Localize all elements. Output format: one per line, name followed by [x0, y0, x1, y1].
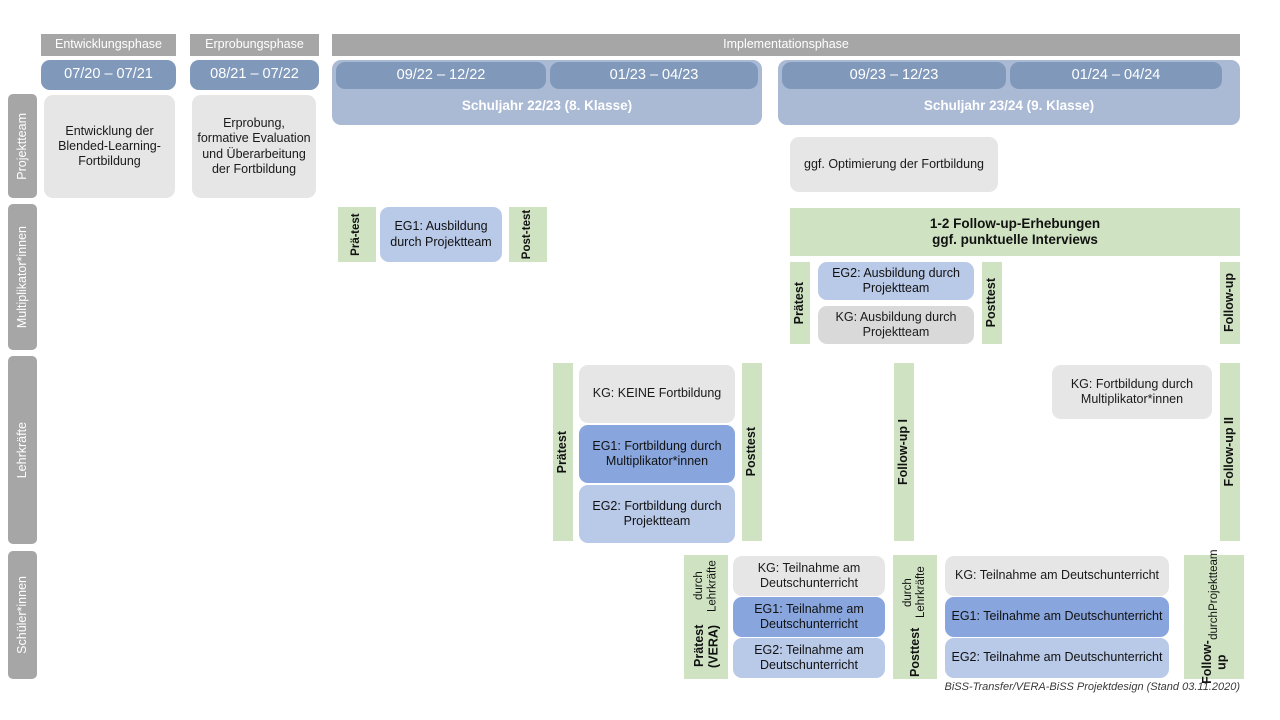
projektteam-optimierung-box: ggf. Optimierung der Fortbildung	[790, 137, 998, 192]
school-year-label: Schuljahr 22/23 (8. Klasse)	[461, 98, 633, 113]
box-text: Entwicklung der Blended-Learning-Fortbil…	[58, 123, 161, 169]
phase-bar-entwicklungsphase: Entwicklungsphase	[41, 34, 176, 56]
box-text: EG2: Ausbildung durch Projektteam	[832, 265, 960, 295]
period-label: 09/22 – 12/22	[396, 66, 486, 83]
followup-sub-label-2: Projektteam	[1207, 550, 1220, 612]
followup-bold-label: Follow-up	[1199, 640, 1228, 684]
phase-label: Implementationsphase	[723, 37, 849, 52]
followup-1-label: Follow-up I	[896, 419, 911, 485]
schueler-right-eg2-box: EG2: Teilnahme am Deutschunterricht	[945, 638, 1169, 678]
schueler-left-eg1-box: EG1: Teilnahme am Deutschunterricht	[733, 597, 885, 637]
period-bar-0720-0721: 07/20 – 07/21	[41, 60, 176, 90]
lehrkraefte-eg1-box: EG1: Fortbildung durch Multiplikator*inn…	[579, 425, 735, 483]
followup-sub-label-1: durch	[1207, 611, 1220, 641]
followup-2-label: Follow-up II	[1222, 417, 1237, 487]
period-label: 08/21 – 07/22	[210, 66, 299, 83]
multiplikatoren-praetest-right: Prätest	[790, 262, 810, 344]
box-text: EG1: Teilnahme am Deutschunterricht	[754, 601, 864, 631]
multiplikatoren-eg1-box: EG1: Ausbildung durch Projektteam	[380, 207, 502, 262]
phase-label: Erprobungsphase	[205, 37, 304, 52]
row-label-multiplikatorinnen: Multiplikator*innen	[8, 204, 37, 350]
praetest-bold-label: Prätest (VERA)	[691, 624, 720, 668]
projektteam-entwicklung-box: Entwicklung der Blended-Learning-Fortbil…	[44, 95, 175, 198]
lehrkraefte-followup-2-column: Follow-up II	[1220, 363, 1240, 541]
row-label-text: Multiplikator*innen	[14, 225, 29, 329]
row-label-projektteam: Projektteam	[8, 94, 37, 198]
row-label-schuelerinnen: Schüler*innen	[8, 551, 37, 679]
row-label-text: Projektteam	[14, 112, 29, 180]
footer-text: BiSS-Transfer/VERA-BiSS Projektdesign (S…	[944, 681, 1240, 693]
schueler-followup-column: Follow-up durch Projektteam	[1184, 550, 1244, 684]
box-text: ggf. Optimierung der Fortbildung	[804, 156, 984, 171]
banner-line-2: ggf. punktuelle Interviews	[932, 232, 1098, 247]
posttest-label: Posttest	[984, 278, 999, 328]
multiplikatoren-praetest-left: Prä- test	[338, 207, 376, 262]
schueler-posttest-column: Posttest durch Lehrkräfte	[893, 555, 937, 679]
period-label: 01/24 – 04/24	[1071, 66, 1161, 83]
schueler-right-kg-box: KG: Teilnahme am Deutschunterricht	[945, 556, 1169, 596]
row-label-text: Schüler*innen	[14, 576, 29, 654]
schueler-left-kg-box: KG: Teilnahme am Deutschunterricht	[733, 556, 885, 596]
box-text: KG: Teilnahme am Deutschunterricht	[757, 560, 861, 590]
posttest-line-1: Post-	[521, 230, 534, 260]
posttest-sub-label: durch Lehrkräfte	[901, 566, 927, 619]
box-text: KG: KEINE Fortbildung	[592, 386, 722, 401]
praetest-line-1: Prä-	[350, 233, 363, 256]
praetest-label: Prätest	[792, 281, 807, 325]
period-bar-0923-1223: 09/23 – 12/23	[782, 62, 1006, 89]
box-text: KG: Teilnahme am Deutschunterricht	[954, 568, 1160, 583]
period-label: 07/20 – 07/21	[64, 66, 153, 83]
followup-label: Follow-up	[1222, 273, 1237, 333]
box-text: EG1: Fortbildung durch Multiplikator*inn…	[592, 438, 722, 468]
schueler-praetest-vera-column: Prätest (VERA) durch Lehrkräfte	[684, 555, 728, 679]
school-year-label: Schuljahr 23/24 (9. Klasse)	[923, 98, 1095, 113]
multiplikatoren-followup-column: Follow-up	[1220, 262, 1240, 344]
period-bar-0922-1222: 09/22 – 12/22	[336, 62, 546, 89]
multiplikatoren-followup-banner: 1-2 Follow-up-Erhebungen ggf. punktuelle…	[790, 208, 1240, 256]
praetest-line-2: test	[350, 213, 363, 234]
row-label-lehrkraefte: Lehrkräfte	[8, 356, 37, 544]
phase-bar-erprobungsphase: Erprobungsphase	[190, 34, 319, 56]
period-bar-0124-0424: 01/24 – 04/24	[1010, 62, 1222, 89]
phase-label: Entwicklungsphase	[54, 37, 162, 52]
box-text: KG: Ausbildung durch Projektteam	[835, 309, 957, 339]
period-label: 09/23 – 12/23	[849, 66, 939, 83]
box-text: EG1: Teilnahme am Deutschunterricht	[951, 609, 1163, 624]
lehrkraefte-posttest-column: Posttest	[742, 363, 762, 541]
posttest-line-2: test	[521, 209, 534, 231]
lehrkraefte-kg-box: KG: KEINE Fortbildung	[579, 365, 735, 423]
praetest-label: Prätest	[555, 430, 570, 474]
box-text: EG2: Fortbildung durch Projektteam	[592, 498, 722, 528]
lehrkraefte-eg2-box: EG2: Fortbildung durch Projektteam	[579, 485, 735, 543]
row-label-text: Lehrkräfte	[14, 421, 29, 479]
projektteam-erprobung-box: Erprobung, formative Evaluation und Über…	[192, 95, 316, 198]
period-bar-0123-0423: 01/23 – 04/23	[550, 62, 758, 89]
praetest-sub-label: durch Lehrkräfte	[692, 560, 718, 612]
period-label: 01/23 – 04/23	[609, 66, 699, 83]
posttest-label: Posttest	[744, 427, 759, 477]
box-text: KG: Fortbildung durch Multiplikator*inne…	[1070, 376, 1194, 406]
multiplikatoren-posttest-left: Post- test	[509, 207, 547, 262]
phase-bar-implementationsphase: Implementationsphase	[332, 34, 1240, 56]
lehrkraefte-praetest-column: Prätest	[553, 363, 573, 541]
multiplikatoren-eg2-box: EG2: Ausbildung durch Projektteam	[818, 262, 974, 300]
lehrkraefte-kg-fortbildung-box: KG: Fortbildung durch Multiplikator*inne…	[1052, 365, 1212, 419]
multiplikatoren-posttest-right: Posttest	[982, 262, 1002, 344]
multiplikatoren-kg-box: KG: Ausbildung durch Projektteam	[818, 306, 974, 344]
posttest-bold-label: Posttest	[907, 627, 922, 677]
banner-line-1: 1-2 Follow-up-Erhebungen	[929, 215, 1101, 231]
box-text: EG1: Ausbildung durch Projektteam	[390, 219, 492, 249]
box-text: EG2: Teilnahme am Deutschunterricht	[754, 642, 864, 672]
schueler-right-eg1-box: EG1: Teilnahme am Deutschunterricht	[945, 597, 1169, 637]
schueler-left-eg2-box: EG2: Teilnahme am Deutschunterricht	[733, 638, 885, 678]
box-text: Erprobung, formative Evaluation und Über…	[197, 116, 311, 176]
footer-caption: BiSS-Transfer/VERA-BiSS Projektdesign (S…	[700, 681, 1240, 693]
lehrkraefte-followup-1-column: Follow-up I	[894, 363, 914, 541]
box-text: EG2: Teilnahme am Deutschunterricht	[951, 650, 1163, 665]
period-bar-0821-0722: 08/21 – 07/22	[190, 60, 319, 90]
